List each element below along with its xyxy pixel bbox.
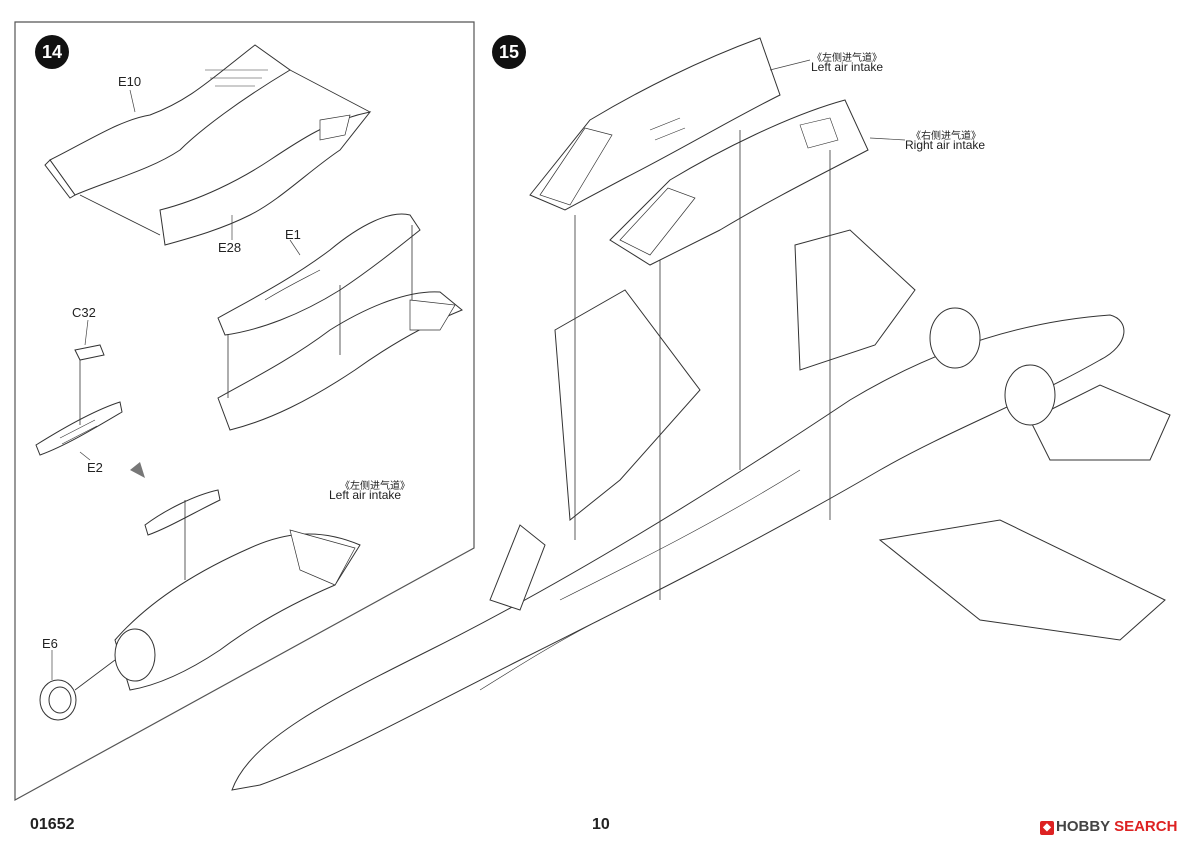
step14-callout-cn: 《左侧进气道》 (340, 481, 410, 492)
step14-number-badge: 14 (35, 35, 69, 69)
step14-label-e10: E10 (118, 74, 142, 89)
watermark-text-gray: HOBBY (1056, 818, 1110, 835)
step15-number-badge: 15 (492, 35, 526, 69)
step14-guide-lines (74, 69, 413, 691)
step15-right-air-intake (609, 99, 869, 266)
step14-label-c32: C32 (72, 305, 96, 320)
step15-left-intake-cn: 《左侧进气道》 (812, 53, 882, 64)
step14-part-e2 (35, 401, 123, 456)
step14-part-c32 (74, 344, 105, 361)
step15-left-intake-en: Left air intake (811, 60, 884, 74)
watermark-text-red: SEARCH (1114, 818, 1178, 835)
step14-part-e1-lower (217, 291, 463, 431)
step14-part-e6 (39, 679, 77, 721)
step14-label-e28: E28 (218, 240, 242, 255)
step14-callout-en: Left air intake (329, 488, 402, 502)
step14-motion-arrow (130, 462, 145, 478)
step14-label-e2: E2 (87, 460, 103, 475)
step14-part-e28 (159, 111, 372, 246)
step15-engine-nozzles (929, 307, 1056, 426)
step14-left-air-intake-assembly (114, 529, 361, 691)
step14-frame (14, 21, 475, 802)
step15-right-intake-cn: 《右侧进气道》 (911, 131, 981, 142)
hobbysearch-watermark: ◆HOBBY SEARCH (1040, 818, 1177, 835)
step15-vertical-tail (794, 229, 916, 371)
step14-part-e1 (217, 213, 421, 336)
step15-right-intake-en: Right air intake (905, 138, 986, 152)
page-number: 10 (592, 816, 610, 833)
step15-left-air-intake (529, 37, 781, 211)
step15-canard-left (489, 524, 546, 611)
step14-label-e1: E1 (285, 227, 301, 242)
hobbysearch-logo-icon: ◆ (1040, 821, 1054, 835)
step14-part-e2-copy (144, 489, 221, 536)
step14-label-e6: E6 (42, 636, 58, 651)
step15-left-wing (554, 289, 701, 521)
callout-leader-lines (51, 59, 906, 680)
step15-right-wing (878, 519, 1166, 641)
product-code: 01652 (30, 816, 75, 833)
step15-right-stabilizer (1029, 384, 1171, 461)
step15-fuselage (231, 314, 1125, 791)
step15-guide-lines (574, 130, 831, 600)
